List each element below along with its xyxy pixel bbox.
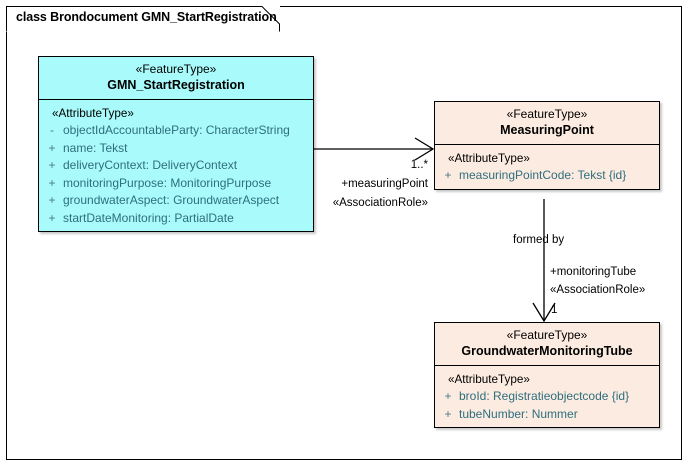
class-stereotype: «FeatureType» bbox=[506, 328, 588, 342]
attribute-row: + startDateMonitoring: PartialDate bbox=[41, 210, 311, 228]
attribute-visibility: + bbox=[48, 158, 56, 172]
attribute-text: objectIdAccountableParty: CharacterStrin… bbox=[63, 123, 290, 137]
attribute-visibility: + bbox=[48, 193, 56, 207]
class-groundwatermonitoringtube[interactable]: «FeatureType» GroundwaterMonitoringTube … bbox=[434, 322, 660, 428]
class-header-measuringpoint: «FeatureType» MeasuringPoint bbox=[435, 102, 659, 145]
assoc-measuringpoint-multiplicity: 1..* bbox=[410, 159, 428, 171]
assoc-measuringpoint-role: +measuringPoint bbox=[341, 178, 428, 190]
attribute-row: + monitoringPurpose: MonitoringPurpose bbox=[41, 175, 311, 193]
attribute-text: tubeNumber: Nummer bbox=[459, 406, 578, 421]
class-gmn-startregistration[interactable]: «FeatureType» GMN_StartRegistration «Att… bbox=[38, 56, 314, 232]
attribute-compartment-stereotype: «AttributeType» bbox=[448, 373, 530, 386]
attribute-row: + name: Tekst bbox=[41, 140, 311, 158]
class-header-gmn-startregistration: «FeatureType» GMN_StartRegistration bbox=[39, 57, 313, 100]
assoc-monitoringtube-multiplicity: 1 bbox=[551, 304, 558, 316]
frame-tab-shape-icon bbox=[6, 6, 280, 32]
attribute-row: + deliveryContext: DeliveryContext bbox=[41, 157, 311, 175]
attribute-visibility: + bbox=[444, 406, 452, 421]
attribute-row: - objectIdAccountableParty: CharacterStr… bbox=[41, 122, 311, 140]
attributes-compartment-measuringpoint: «AttributeType» + measuringPointCode: Te… bbox=[435, 145, 659, 189]
assoc-measuringpoint-stereotype: «AssociationRole» bbox=[332, 197, 428, 209]
diagram-frame bbox=[6, 6, 682, 460]
assoc-monitoringtube-stereotype: «AssociationRole» bbox=[550, 284, 646, 296]
attribute-visibility: + bbox=[444, 168, 452, 182]
attributes-compartment-groundwatermonitoringtube: «AttributeType» + broId: Registratieobje… bbox=[435, 366, 659, 427]
class-header-groundwatermonitoringtube: «FeatureType» GroundwaterMonitoringTube bbox=[435, 323, 659, 366]
attribute-visibility: - bbox=[50, 123, 54, 137]
attribute-text: name: Tekst bbox=[63, 140, 128, 155]
attribute-compartment-stereotype: «AttributeType» bbox=[448, 152, 530, 165]
class-name: MeasuringPoint bbox=[500, 123, 594, 137]
attribute-text: broId: Registratieobjectcode {id} bbox=[459, 389, 630, 403]
attribute-visibility: + bbox=[444, 389, 452, 403]
class-name: GroundwaterMonitoringTube bbox=[461, 344, 633, 358]
assoc-monitoringtube-role: +monitoringTube bbox=[550, 266, 637, 278]
attribute-row: + measuringPointCode: Tekst {id} bbox=[437, 167, 657, 185]
class-stereotype: «FeatureType» bbox=[135, 62, 217, 76]
attribute-text: startDateMonitoring: PartialDate bbox=[63, 210, 234, 225]
attributes-compartment-gmn-startregistration: «AttributeType» - objectIdAccountablePar… bbox=[39, 100, 313, 231]
attribute-row: + broId: Registratieobjectcode {id} bbox=[437, 388, 657, 406]
attribute-compartment-stereotype: «AttributeType» bbox=[52, 107, 134, 120]
class-measuringpoint[interactable]: «FeatureType» MeasuringPoint «AttributeT… bbox=[434, 101, 660, 190]
attribute-visibility: + bbox=[48, 210, 56, 225]
attribute-text: monitoringPurpose: MonitoringPurpose bbox=[63, 175, 272, 190]
attribute-visibility: + bbox=[48, 140, 56, 155]
class-name: GMN_StartRegistration bbox=[107, 78, 245, 92]
attribute-row: + tubeNumber: Nummer bbox=[437, 406, 657, 424]
diagram-title: class Brondocument GMN_StartRegistration bbox=[16, 10, 277, 24]
attribute-text: measuringPointCode: Tekst {id} bbox=[459, 168, 627, 182]
attribute-text: deliveryContext: DeliveryContext bbox=[63, 158, 238, 172]
attribute-row: + groundwaterAspect: GroundwaterAspect bbox=[41, 192, 311, 210]
diagram-frame-tab: class Brondocument GMN_StartRegistration bbox=[6, 6, 280, 32]
attribute-text: groundwaterAspect: GroundwaterAspect bbox=[63, 193, 280, 207]
class-stereotype: «FeatureType» bbox=[506, 107, 588, 121]
assoc-monitoringtube-name: formed by bbox=[513, 234, 565, 246]
attribute-visibility: + bbox=[48, 175, 56, 190]
